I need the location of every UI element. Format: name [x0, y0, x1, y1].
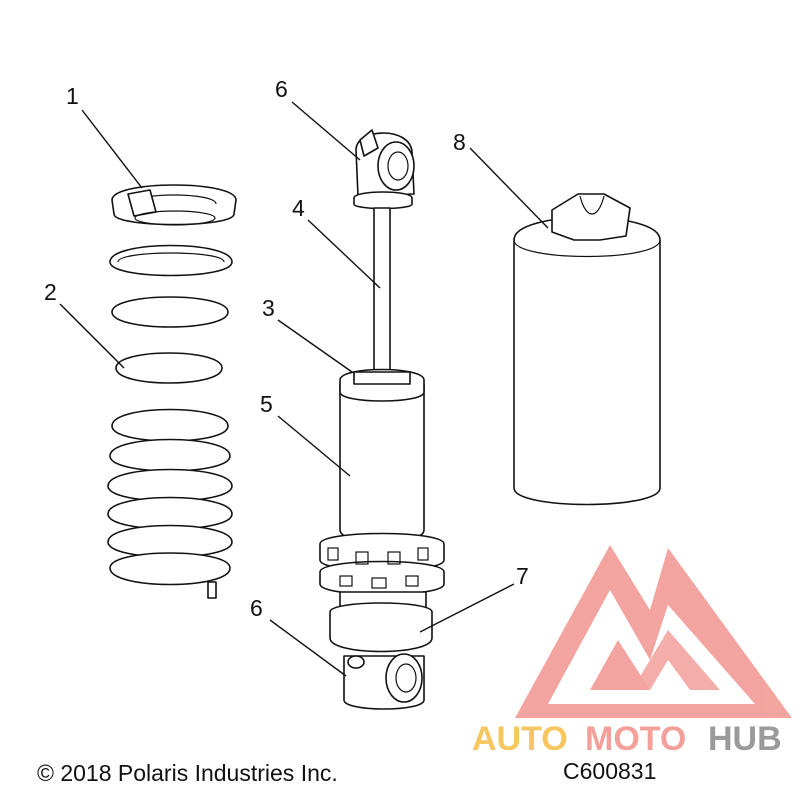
watermark-hub: HUB — [708, 720, 782, 758]
part-4-shaft — [373, 207, 391, 381]
part-code: C600831 — [563, 758, 657, 784]
part-6-upper-eyelet — [353, 129, 415, 210]
part-5-shock-body — [339, 368, 425, 543]
callout-5: 5 — [260, 391, 273, 417]
callout-2: 2 — [44, 279, 57, 305]
callout-numbers: 1 2 3 4 5 6 6 7 8 — [44, 76, 529, 621]
watermark-auto: AUTO — [472, 720, 568, 758]
spring-adjuster-collars — [319, 532, 445, 596]
part-6-lower-eyelet — [343, 653, 425, 710]
leader-lines — [59, 101, 549, 677]
callout-6-bottom: 6 — [250, 595, 263, 621]
watermark-text: AUTO MOTO HUB — [472, 720, 782, 758]
part-1-spring-retainer — [111, 184, 237, 226]
callout-1: 1 — [66, 83, 79, 109]
part-8-cover — [513, 193, 661, 506]
copyright-text: © 2018 Polaris Industries Inc. — [37, 760, 338, 786]
watermark-moto: MOTO — [585, 720, 686, 758]
callout-7: 7 — [516, 563, 529, 589]
part-7-lower-housing — [329, 591, 433, 653]
part-2-coil-spring — [107, 244, 233, 599]
callout-3: 3 — [262, 295, 275, 321]
callout-6-top: 6 — [275, 76, 288, 102]
callout-4: 4 — [292, 195, 305, 221]
callout-8: 8 — [453, 129, 466, 155]
automotohub-logo — [515, 545, 792, 718]
